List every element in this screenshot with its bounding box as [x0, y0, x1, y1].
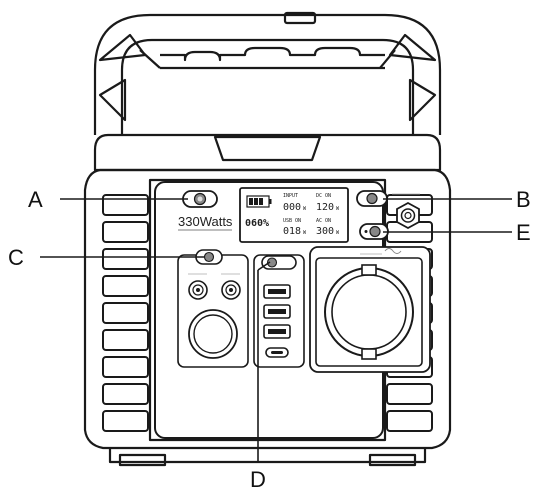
- dc-barrel-port-left: [188, 280, 208, 300]
- ac-value: 300: [316, 226, 334, 237]
- usb-a-port-2: [263, 304, 291, 319]
- left-grip-ribs: [102, 194, 149, 432]
- dc-unit: W: [336, 206, 340, 212]
- lcd-display: 060% INPUT 000 W DC ON 120 W USB ON 018 …: [239, 187, 349, 243]
- dc-label: DC ON: [316, 193, 331, 199]
- callout-e: E: [516, 220, 531, 245]
- usb-unit: W: [303, 230, 307, 236]
- callout-b: B: [516, 187, 531, 212]
- ac-unit: W: [336, 230, 340, 236]
- callout-a: A: [28, 187, 43, 212]
- battery-percent: 060%: [245, 218, 269, 229]
- input-value: 000: [283, 202, 301, 213]
- battery-icon: [246, 195, 272, 208]
- dc-value: 120: [316, 202, 334, 213]
- main-power-button: [182, 190, 218, 208]
- carry-handle: [93, 11, 442, 135]
- callout-lines: [40, 198, 512, 462]
- dc-barrel-port-right: [221, 280, 241, 300]
- ac-label: AC ON: [316, 218, 331, 224]
- usb-value: 018: [283, 226, 301, 237]
- car-socket-port: [188, 309, 238, 359]
- usb-label: USB ON: [283, 218, 301, 224]
- leader-line-d: [257, 261, 271, 271]
- usb-a-port-1: [263, 284, 291, 299]
- callout-c: C: [8, 245, 24, 270]
- ac-power-button: [356, 190, 388, 207]
- ac-wave-icon: [384, 248, 402, 254]
- main-housing: [83, 133, 452, 467]
- input-label: INPUT: [283, 193, 298, 199]
- light-button: [359, 223, 389, 240]
- ac-outlet-socket: [324, 264, 414, 360]
- model-label: 330Watts: [178, 214, 233, 229]
- usb-a-port-3: [263, 324, 291, 339]
- charge-input-port: [396, 201, 420, 230]
- input-unit: W: [303, 206, 307, 212]
- usb-power-button: [261, 255, 297, 270]
- callout-d: D: [250, 467, 266, 492]
- usb-c-port: [265, 347, 289, 358]
